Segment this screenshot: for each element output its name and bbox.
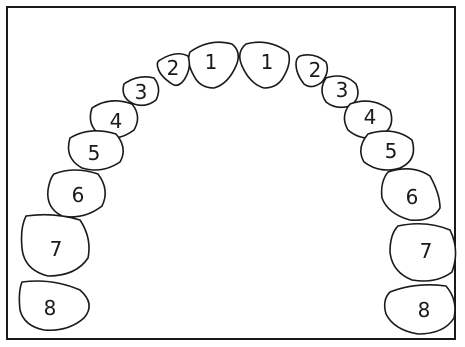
tooth-number: 5 (88, 141, 101, 165)
tooth-number: 3 (135, 80, 148, 104)
tooth-right-3: 3 (321, 75, 359, 109)
tooth-left-1: 1 (187, 41, 240, 89)
tooth-right-4: 4 (343, 100, 393, 139)
tooth-number: 6 (72, 183, 85, 207)
tooth-right-5: 5 (360, 130, 415, 171)
tooth-left-3: 3 (122, 76, 160, 107)
tooth-left-8: 8 (18, 280, 90, 332)
tooth-number: 4 (110, 109, 123, 133)
tooth-left-6: 6 (46, 169, 106, 218)
tooth-number: 1 (205, 50, 218, 74)
tooth-left-5: 5 (67, 130, 124, 171)
tooth-right-6: 6 (380, 168, 441, 222)
tooth-number: 8 (418, 298, 431, 322)
tooth-number: 2 (309, 58, 322, 82)
tooth-right-1: 1 (238, 41, 291, 89)
tooth-number: 6 (406, 185, 419, 209)
tooth-number: 1 (261, 50, 274, 74)
tooth-number: 4 (364, 105, 377, 129)
diagram-frame (6, 6, 456, 340)
tooth-number: 5 (385, 139, 398, 163)
tooth-number: 7 (50, 237, 63, 261)
tooth-left-7: 7 (20, 213, 90, 277)
tooth-right-7: 7 (389, 222, 457, 282)
tooth-number: 3 (336, 78, 349, 102)
tooth-number: 8 (44, 296, 57, 320)
tooth-number: 7 (420, 239, 433, 263)
tooth-right-2: 2 (295, 54, 329, 88)
tooth-left-2: 2 (156, 52, 191, 87)
tooth-number: 2 (167, 56, 180, 80)
tooth-right-8: 8 (383, 284, 456, 335)
tooth-left-4: 4 (89, 100, 139, 139)
